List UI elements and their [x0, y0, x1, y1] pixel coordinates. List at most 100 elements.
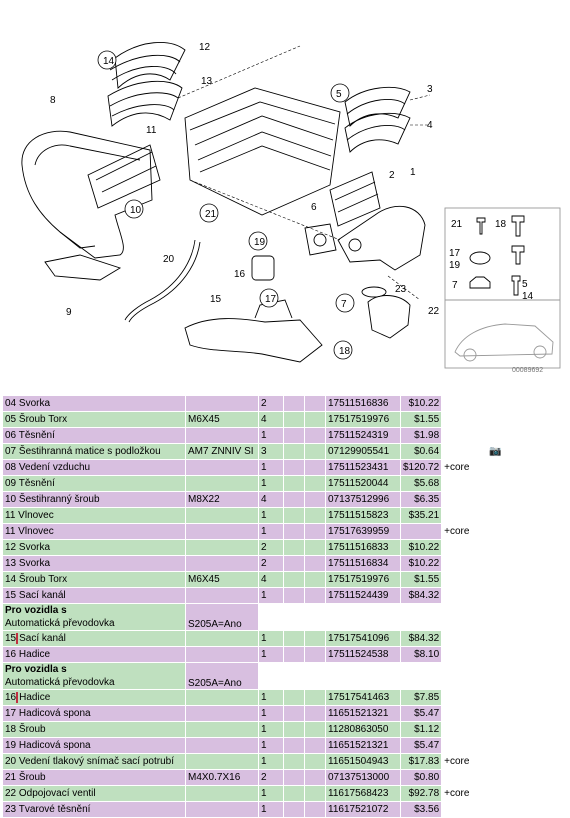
- part-number[interactable]: 07137513000: [325, 769, 401, 786]
- part-number[interactable]: 17511516836: [325, 396, 401, 412]
- part-name[interactable]: 04 Svorka: [3, 396, 186, 412]
- part-number[interactable]: 11617521072: [325, 801, 401, 818]
- nut-7-inset-icon: [469, 276, 491, 289]
- part-name[interactable]: 17 Hadicová spona: [3, 705, 186, 722]
- part-name[interactable]: 08 Vedení vzduchu: [3, 459, 186, 476]
- part-name[interactable]: 07 Šestihranná matice s podložkou: [3, 443, 186, 460]
- empty-cell: [486, 630, 505, 647]
- part-name[interactable]: 23 Tvarové těsnění: [3, 801, 186, 818]
- part-size: [185, 539, 259, 556]
- empty-cell: [258, 603, 284, 631]
- position-number: 11: [5, 510, 19, 521]
- part-number[interactable]: 17511520044: [325, 475, 401, 492]
- part-number[interactable]: 11651521321: [325, 705, 401, 722]
- empty-cell: [486, 769, 505, 786]
- empty-cell: [283, 523, 305, 540]
- core-charge: [441, 630, 488, 647]
- part-name[interactable]: 16 Hadice: [3, 646, 186, 663]
- part-name[interactable]: 09 Těsnění: [3, 475, 186, 492]
- variant-marker-icon: [16, 691, 19, 703]
- part-name[interactable]: 18 Šroub: [3, 721, 186, 738]
- part-name[interactable]: 22 Odpojovací ventil: [3, 785, 186, 802]
- empty-cell: [283, 705, 305, 722]
- part-number[interactable]: 11280863050: [325, 721, 401, 738]
- position-number: 16: [5, 649, 19, 660]
- part-description: Odpojovací ventil: [18, 788, 96, 799]
- part-number[interactable]: 17517541096: [325, 630, 401, 647]
- part-number[interactable]: 17511523431: [325, 459, 401, 476]
- part-name[interactable]: 11 Vlnovec: [3, 507, 186, 524]
- part-name[interactable]: 13 Svorka: [3, 555, 186, 572]
- part-number[interactable]: 17511524439: [325, 587, 401, 604]
- part-number[interactable]: 07137512996: [325, 491, 401, 508]
- part-number[interactable]: 17511524538: [325, 646, 401, 663]
- part-description: Svorka: [18, 398, 51, 409]
- part-number[interactable]: 17511524319: [325, 427, 401, 444]
- part-description: Šestihranný šroub: [18, 494, 100, 505]
- condition-text: Automatická převodovka: [5, 677, 115, 688]
- camera-icon[interactable]: 📷: [486, 443, 505, 460]
- part-name[interactable]: 15 Sací kanál: [3, 587, 186, 604]
- empty-cell: [486, 801, 505, 818]
- part-number[interactable]: 17517639959: [325, 523, 401, 540]
- part-number[interactable]: 17511516833: [325, 539, 401, 556]
- empty-cell: [304, 801, 326, 818]
- core-charge: [441, 801, 488, 818]
- part-name[interactable]: 10 Šestihranný šroub: [3, 491, 186, 508]
- part-number[interactable]: 17517541463: [325, 689, 401, 706]
- part-number[interactable]: 07129905541: [325, 443, 401, 460]
- part-name[interactable]: 12 Svorka: [3, 539, 186, 556]
- part-size: [185, 737, 259, 754]
- part-name[interactable]: 20 Vedení tlakový snímač sací potrubí: [3, 753, 186, 770]
- empty-cell: [304, 587, 326, 604]
- part-size: M4X0.7X16: [185, 769, 259, 786]
- part-price: $10.22: [400, 539, 443, 556]
- part-number[interactable]: 11617568423: [325, 785, 401, 802]
- part-name[interactable]: 06 Těsnění: [3, 427, 186, 444]
- part-name[interactable]: 19 Hadicová spona: [3, 737, 186, 754]
- part-name[interactable]: 14 Šroub Torx: [3, 571, 186, 588]
- empty-cell: [304, 507, 326, 524]
- part-number[interactable]: 17517519976: [325, 571, 401, 588]
- part-number[interactable]: 17511516834: [325, 555, 401, 572]
- part-number[interactable]: 17511515823: [325, 507, 401, 524]
- part-quantity: 3: [258, 443, 284, 460]
- part-name[interactable]: 05 Šroub Torx: [3, 411, 186, 428]
- screw-21-inset-icon: [476, 217, 486, 235]
- part-name[interactable]: 21 Šroub: [3, 769, 186, 786]
- callout-6: 6: [311, 202, 317, 213]
- core-charge: +core: [441, 753, 488, 770]
- position-number: 04: [5, 398, 19, 409]
- part-number[interactable]: 11651521321: [325, 737, 401, 754]
- part-description: Svorka: [18, 542, 51, 553]
- part-number[interactable]: 17517519976: [325, 411, 401, 428]
- part-name[interactable]: 11 Vlnovec: [3, 523, 186, 540]
- part-number[interactable]: 11651504943: [325, 753, 401, 770]
- position-number: 08: [5, 462, 19, 473]
